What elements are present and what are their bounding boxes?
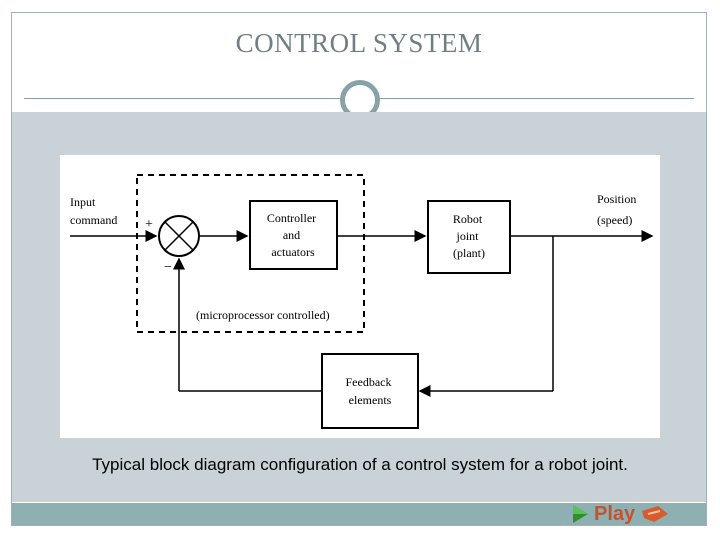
feedback-label-line-2: elements	[349, 393, 392, 407]
slide-frame	[11, 12, 707, 526]
play-button[interactable]: Play	[571, 502, 691, 526]
plus-sign: +	[145, 217, 153, 232]
orange-arrow-icon	[640, 504, 670, 524]
feedback-label: Feedback elements	[346, 375, 395, 407]
plant-label-line-2: joint	[455, 229, 479, 243]
controller-block	[249, 200, 338, 270]
summing-junction-cross-b	[164, 221, 194, 251]
diagram-caption: Typical block diagram configuration of a…	[92, 455, 628, 474]
plant-block	[427, 200, 511, 274]
controller-label-line-1: Controller	[267, 211, 316, 225]
output-label: Position (speed)	[597, 192, 639, 227]
microprocessor-boundary	[136, 174, 365, 333]
controller-label-line-2: and	[283, 228, 300, 242]
input-label-line-2: command	[70, 213, 117, 227]
plant-label-line-1: Robot	[453, 212, 483, 226]
input-label-line-1: Input	[70, 195, 96, 209]
slide-title: CONTROL SYSTEM	[235, 28, 483, 58]
input-label: Input command	[70, 195, 117, 227]
feedback-block	[321, 353, 419, 429]
output-label-line-2: (speed)	[597, 213, 632, 227]
plant-label-line-3: (plant)	[453, 246, 485, 260]
controller-label: Controller and actuators	[267, 211, 319, 259]
controller-label-line-3: actuators	[271, 245, 315, 259]
title-divider-left	[24, 98, 342, 99]
minus-sign: −	[164, 260, 172, 275]
plant-label: Robot joint (plant)	[453, 212, 485, 260]
title-divider-right	[378, 98, 694, 99]
microprocessor-label: (microprocessor controlled)	[196, 308, 330, 322]
footer-bar	[12, 503, 706, 525]
feedback-label-line-1: Feedback	[346, 375, 392, 389]
output-label-line-1: Position	[597, 192, 636, 206]
block-diagram: Input command + − Controller and actuato…	[60, 155, 660, 438]
play-label: Play	[594, 502, 636, 525]
green-triangle-icon	[571, 504, 589, 524]
